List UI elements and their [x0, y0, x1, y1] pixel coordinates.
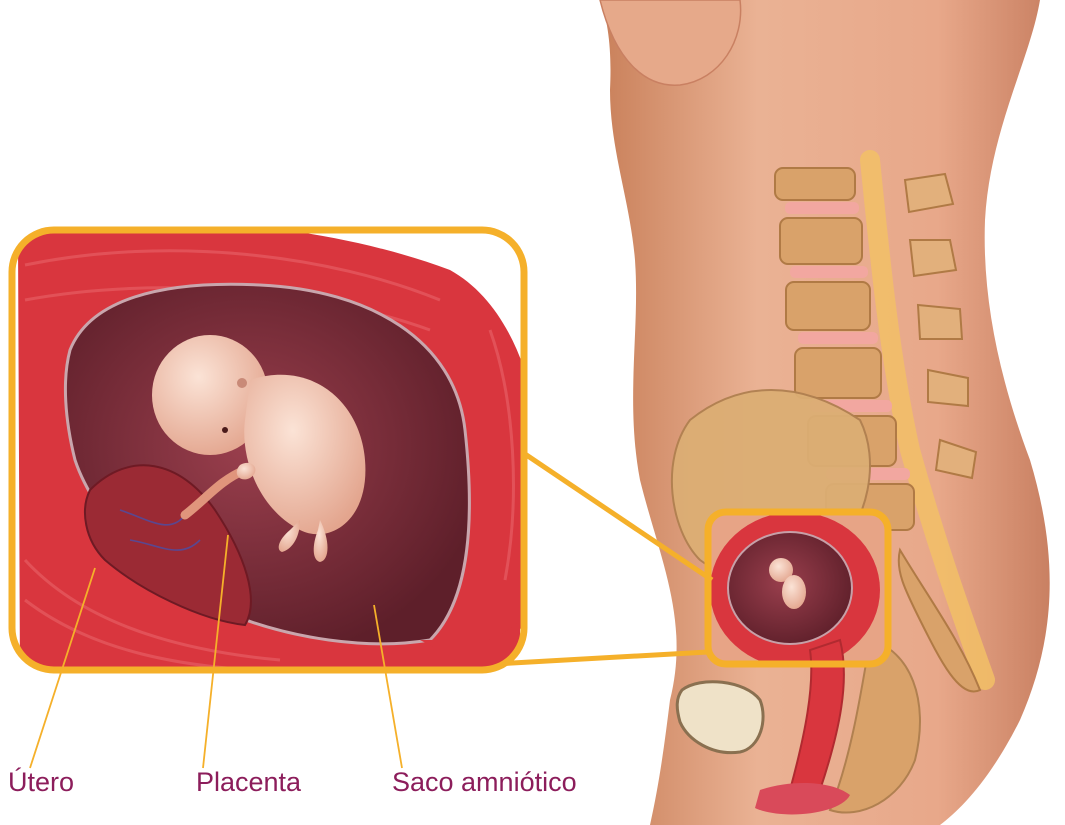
label-saco-amniotico: Saco amniótico: [392, 766, 577, 798]
magnified-callout: [12, 222, 543, 680]
label-utero: Útero: [8, 766, 74, 798]
label-placenta: Placenta: [196, 766, 301, 798]
